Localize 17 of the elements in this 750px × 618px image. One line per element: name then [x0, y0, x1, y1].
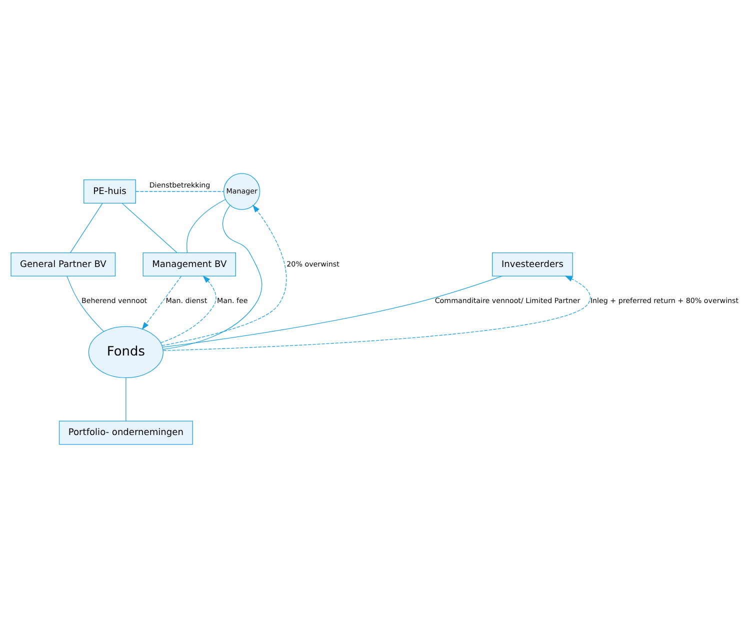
- connector: [162, 204, 262, 350]
- node-box: General Partner BV: [10, 252, 116, 276]
- node-box: Portfolio- ondernemingen: [58, 420, 193, 445]
- arrow: [142, 276, 182, 330]
- node-ellipse: Fonds: [88, 326, 164, 378]
- node-box: PE-huis: [84, 180, 136, 204]
- connector: [186, 199, 226, 253]
- connector: [70, 203, 103, 254]
- arrow: [160, 275, 216, 344]
- node-box: Management BV: [142, 252, 236, 276]
- node-box: Investeerders: [492, 252, 573, 276]
- connector: [66, 276, 104, 332]
- arrow: [162, 204, 287, 346]
- connector: [162, 276, 502, 348]
- connector: [136, 191, 224, 192]
- connector: [122, 202, 178, 253]
- arrow: [162, 276, 591, 351]
